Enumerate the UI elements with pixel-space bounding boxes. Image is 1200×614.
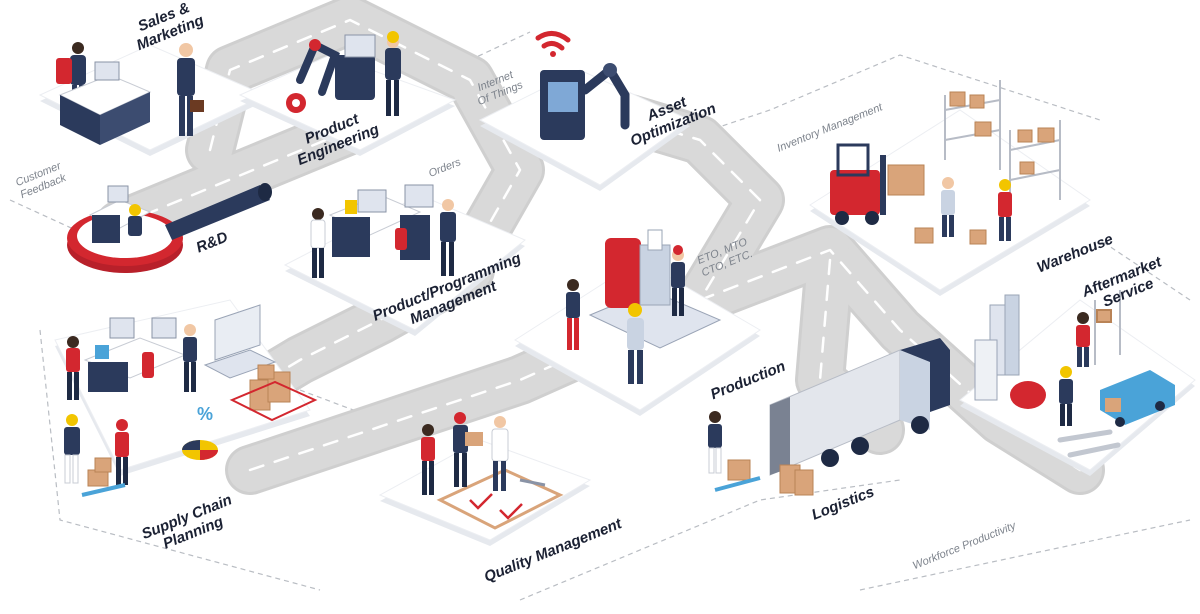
pie-chart-icon — [182, 440, 218, 460]
person — [385, 31, 401, 116]
plant — [974, 294, 1046, 409]
desk — [58, 61, 152, 145]
laptop — [203, 304, 277, 379]
shelf-small — [1094, 290, 1121, 365]
supply-boxes — [249, 364, 291, 411]
person — [708, 411, 722, 474]
truck — [769, 338, 950, 476]
person — [453, 412, 483, 487]
person — [128, 204, 142, 236]
supply-desk — [83, 317, 187, 392]
robot-arm — [296, 34, 376, 100]
asset-machine — [540, 63, 630, 140]
person — [1059, 366, 1073, 426]
person — [671, 245, 685, 316]
percent-icon: % — [197, 404, 213, 424]
chair — [56, 58, 72, 84]
dashed-flow-lines — [9, 31, 1191, 601]
person — [183, 324, 197, 392]
person — [566, 279, 580, 350]
logistics-boxes — [727, 459, 814, 496]
person — [440, 199, 456, 276]
person — [998, 179, 1012, 241]
office-desks — [328, 184, 434, 260]
person — [64, 414, 80, 484]
wifi-icon — [535, 31, 571, 57]
person — [941, 177, 955, 237]
person — [177, 43, 204, 136]
hand-truck — [81, 457, 126, 497]
check-icon — [499, 503, 523, 520]
person — [1076, 312, 1090, 367]
person — [115, 419, 129, 485]
platform-aftermarket — [959, 299, 1196, 476]
wrench-icon — [1057, 429, 1121, 458]
van — [1100, 370, 1175, 427]
clipboard — [436, 468, 564, 530]
person — [627, 303, 644, 384]
gear-icon — [286, 93, 306, 113]
person — [421, 424, 435, 495]
boxes — [914, 91, 1055, 245]
platform-product-engineering — [238, 54, 457, 156]
hand-truck — [714, 476, 761, 492]
supply-frame — [229, 380, 318, 422]
person — [66, 336, 80, 400]
people: % — [56, 31, 1175, 530]
person — [310, 208, 326, 278]
check-icon — [469, 493, 493, 510]
person — [491, 416, 509, 491]
forklift — [830, 143, 925, 225]
rd-telescope — [165, 183, 272, 240]
